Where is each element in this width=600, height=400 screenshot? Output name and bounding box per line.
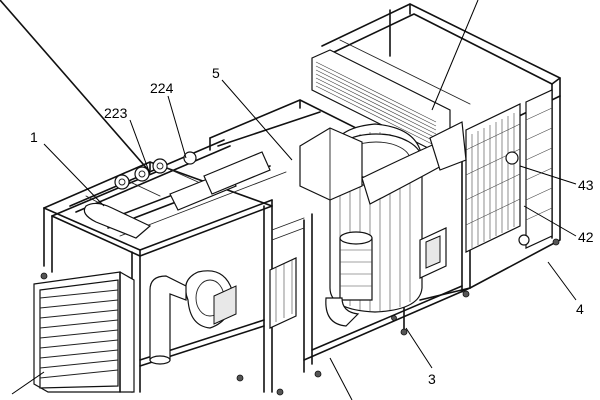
callout-223: 223 xyxy=(104,105,128,121)
callout-42: 42 xyxy=(578,229,594,245)
middle-frame xyxy=(209,99,471,378)
right-tall-frame xyxy=(311,3,561,301)
callout-3: 3 xyxy=(428,371,436,387)
callout-1: 1 xyxy=(30,129,38,145)
callout-224: 224 xyxy=(150,80,174,96)
left-frame xyxy=(0,0,305,396)
callout-5: 5 xyxy=(212,65,220,81)
callout-43: 43 xyxy=(578,177,594,193)
callout-4: 4 xyxy=(576,301,584,317)
leader-lines xyxy=(11,0,577,400)
callouts: 1 223 224 5 3 4 42 43 xyxy=(30,65,594,387)
